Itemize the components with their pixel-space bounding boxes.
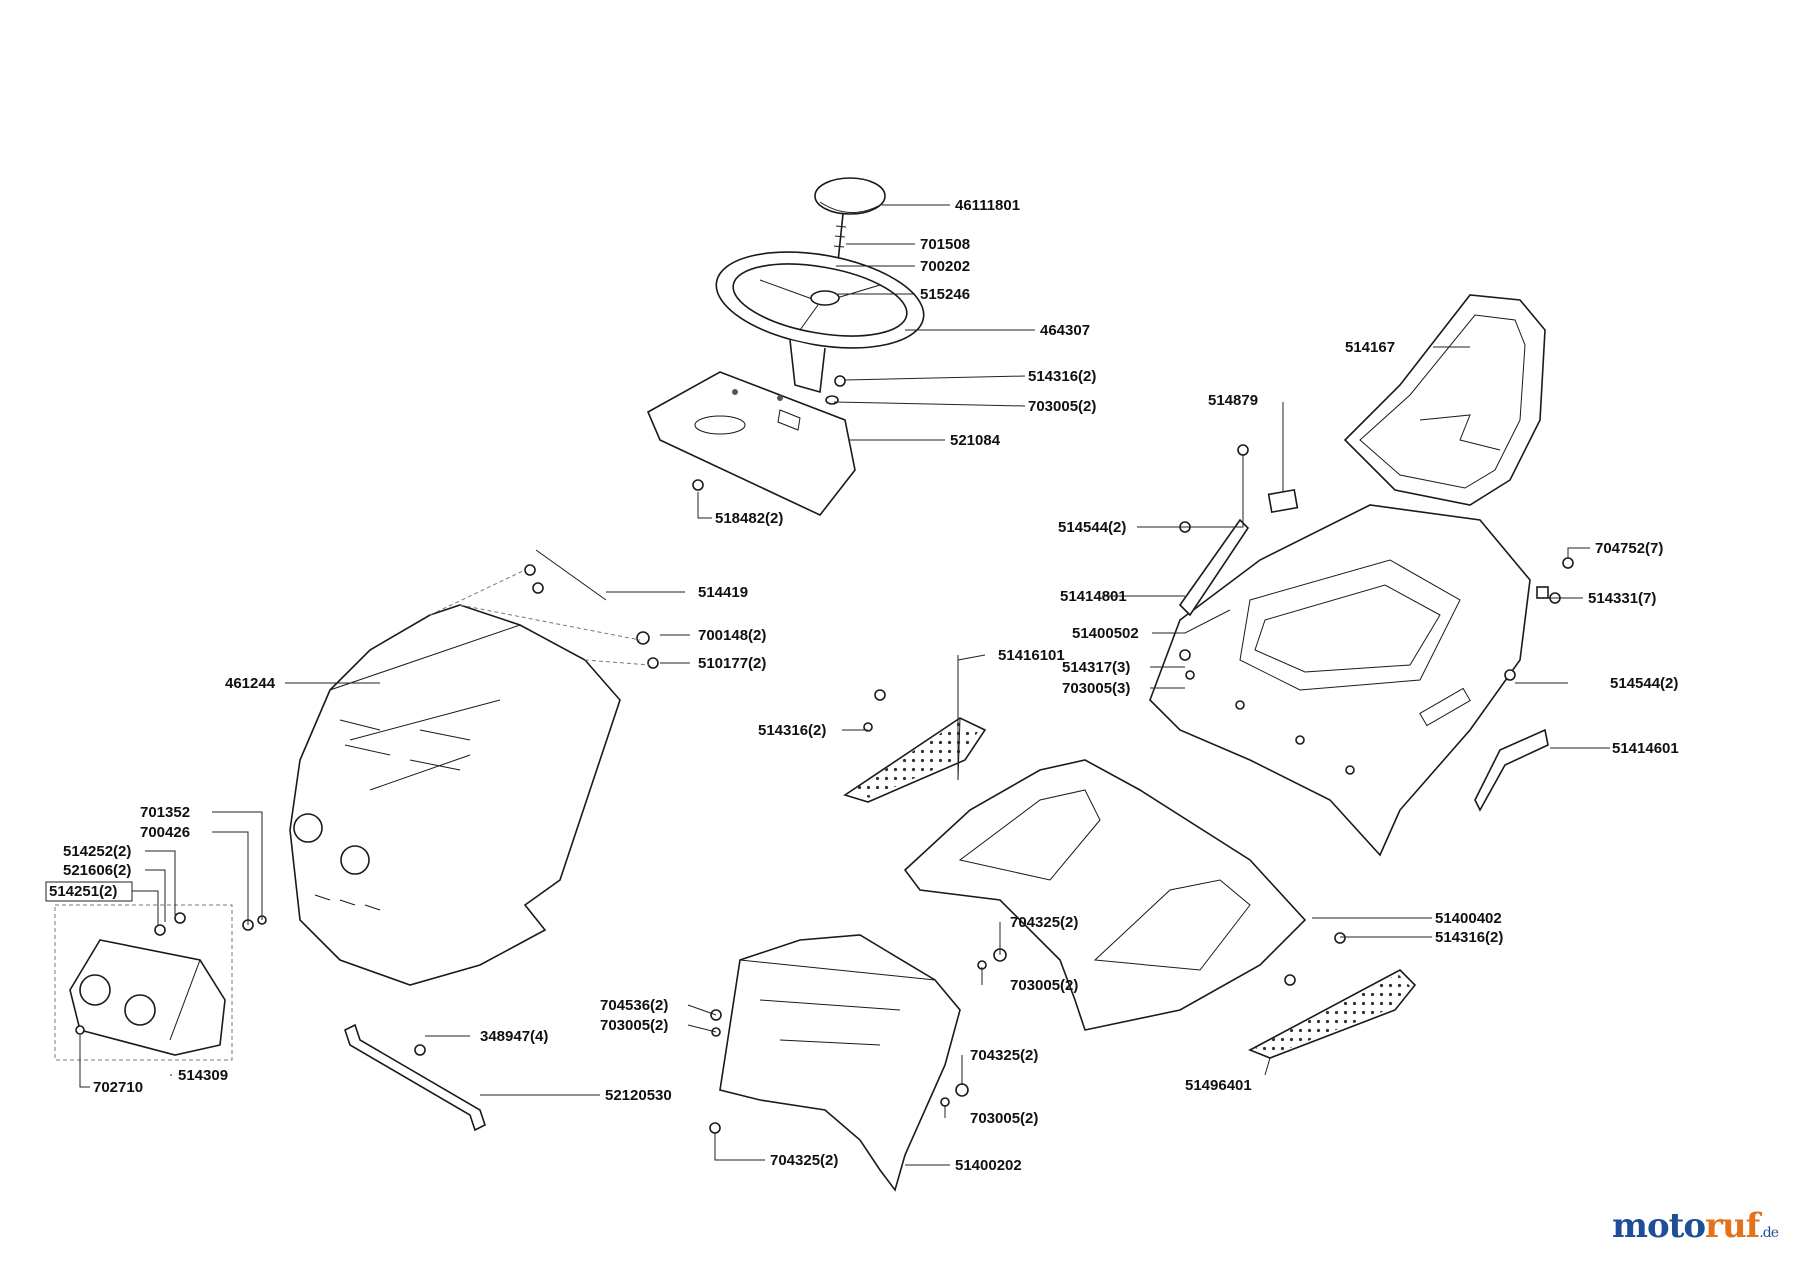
label-700202: 700202 — [920, 258, 970, 275]
label-521606: 521606(2) — [63, 862, 131, 879]
label-514544-b: 514544(2) — [1610, 675, 1678, 692]
label-514331: 514331(7) — [1588, 590, 1656, 607]
rear-body — [1149, 504, 1531, 857]
footplate-right — [1248, 932, 1417, 1059]
label-704752: 704752(7) — [1595, 540, 1663, 557]
label-704325-a: 704325(2) — [1010, 914, 1078, 931]
support-bracket — [344, 1023, 486, 1132]
label-51496401: 51496401 — [1185, 1077, 1252, 1094]
label-510177: 510177(2) — [698, 655, 766, 672]
label-464307: 464307 — [1040, 322, 1090, 339]
dashboard-panel — [646, 371, 856, 516]
label-52120530: 52120530 — [605, 1087, 672, 1104]
watermark-main: moto — [1611, 1206, 1706, 1246]
part-labels: 46111801 701508 700202 515246 464307 514… — [45, 197, 1679, 1174]
label-46111801: 46111801 — [955, 197, 1020, 214]
floor-pan — [903, 759, 1307, 1031]
front-cover — [719, 934, 961, 1192]
bolts-dash — [692, 375, 846, 491]
label-514252: 514252(2) — [63, 843, 131, 860]
side-trim-right — [1474, 728, 1549, 812]
label-514544-a: 514544(2) — [1058, 519, 1126, 536]
label-514316-dash: 514316(2) — [1028, 368, 1096, 385]
label-51400402: 51400402 — [1435, 910, 1502, 927]
hood — [289, 549, 659, 986]
cover-bolts — [709, 948, 1007, 1134]
headlight-unit — [69, 939, 226, 1056]
label-703005-dash: 703005(2) — [1028, 398, 1096, 415]
seat — [1343, 294, 1546, 506]
switch — [1267, 488, 1299, 514]
footplate-left — [843, 689, 987, 803]
steering-bolt — [833, 213, 847, 263]
watermark-tld: .de — [1759, 1225, 1779, 1241]
watermark-logo: motoruf.de — [1611, 1206, 1779, 1246]
label-701508: 701508 — [920, 236, 970, 253]
label-514251: 514251(2) — [49, 883, 117, 900]
label-701352: 701352 — [140, 804, 190, 821]
label-703005-d: 703005(2) — [600, 1017, 668, 1034]
label-518482: 518482(2) — [715, 510, 783, 527]
label-700426: 700426 — [140, 824, 190, 841]
watermark-accent: ruf — [1705, 1206, 1760, 1246]
label-461244: 461244 — [225, 675, 276, 692]
label-703005-c: 703005(2) — [1010, 977, 1078, 994]
label-704325-b: 704325(2) — [970, 1047, 1038, 1064]
label-703005-e: 703005(2) — [970, 1110, 1038, 1127]
label-704536: 704536(2) — [600, 997, 668, 1014]
label-514316-b: 514316(2) — [758, 722, 826, 739]
label-51400202: 51400202 — [955, 1157, 1022, 1174]
label-703005-b: 703005(3) — [1062, 680, 1130, 697]
leader-lines — [79, 204, 1610, 1166]
label-51416101: 51416101 — [998, 647, 1065, 664]
label-514879: 514879 — [1208, 392, 1258, 409]
label-514419: 514419 — [698, 584, 748, 601]
label-348947: 348947(4) — [480, 1028, 548, 1045]
label-514167: 514167 — [1345, 339, 1395, 356]
label-702710: 702710 — [93, 1079, 143, 1096]
steering-wheel — [715, 251, 925, 394]
label-514316-c: 514316(2) — [1435, 929, 1503, 946]
label-51414801: 51414801 — [1060, 588, 1127, 605]
label-514309: 514309 — [178, 1067, 228, 1084]
label-704325-c: 704325(2) — [770, 1152, 838, 1169]
label-514317: 514317(3) — [1062, 659, 1130, 676]
body-clips — [1179, 557, 1574, 775]
label-700148: 700148(2) — [698, 627, 766, 644]
steering-cap — [814, 177, 886, 215]
label-51414601: 51414601 — [1612, 740, 1679, 757]
label-51400502: 51400502 — [1072, 625, 1139, 642]
label-515246: 515246 — [920, 286, 970, 303]
label-521084: 521084 — [950, 432, 1001, 449]
